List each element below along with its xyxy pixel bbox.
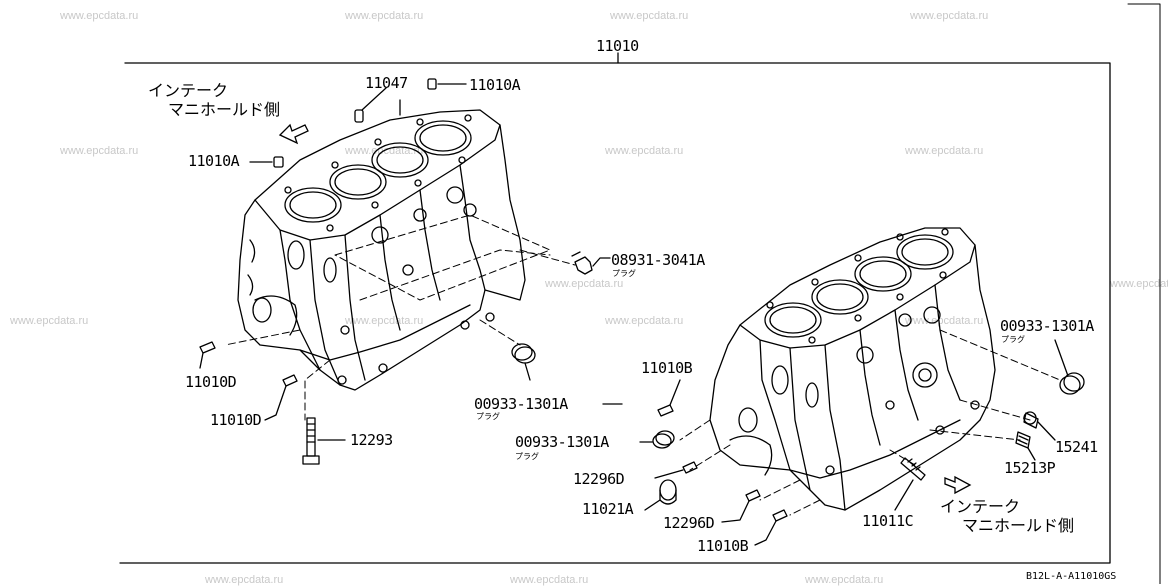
dowel-11010D-a: [199, 341, 216, 369]
part-15241: [1023, 411, 1056, 441]
arrow-icon: [278, 123, 972, 495]
label-plug: プラグ: [476, 412, 500, 421]
label-12296D-a: 12296D: [573, 470, 625, 488]
dowel-11047: [354, 109, 364, 123]
bolt-12293: [302, 417, 346, 465]
cylinder-block-right: [709, 227, 996, 511]
label-11010B-a: 11010B: [641, 359, 693, 377]
label-plug: プラグ: [515, 452, 539, 461]
label-11010A-top: 11010A: [469, 76, 521, 94]
intake-side-label-right: マニホールド側: [962, 516, 1075, 535]
watermark: www.epcdata.ru: [510, 574, 589, 586]
cylinder-block-left: [237, 109, 526, 391]
label-11010B-b: 11010B: [697, 537, 749, 555]
watermark: www.epcdata.ru: [60, 10, 139, 22]
watermark: www.epcdata.ru: [605, 145, 684, 157]
watermark: www.epcdata.ru: [205, 574, 284, 586]
watermark: www.epcdata.ru: [345, 10, 424, 22]
intake-side-label-left: マニホールド側: [168, 100, 281, 119]
label-15241: 15241: [1055, 438, 1098, 456]
label-11010D-b: 11010D: [210, 411, 262, 429]
dowel-11010B-a: [657, 379, 681, 417]
dowel-12296D-b: [721, 489, 761, 523]
label-12296D-b: 12296D: [663, 514, 715, 532]
watermark: www.epcdata.ru: [905, 145, 984, 157]
dowel-11010B-b: [754, 509, 788, 546]
label-plug: プラグ: [1001, 335, 1025, 344]
watermark: www.epcdata.ru: [545, 278, 624, 290]
watermark: www.epcdata.ru: [805, 574, 884, 586]
plug-11010A-top: [427, 78, 467, 90]
cup-plug-mid: [511, 343, 536, 381]
label-00933-low: 00933-1301A: [515, 433, 609, 451]
watermark: www.epcdata.ru: [10, 315, 89, 327]
label-08931-3041A: 08931-3041A: [611, 251, 705, 269]
label-15213P: 15213P: [1004, 459, 1056, 477]
cup-plug-right: [1054, 339, 1085, 395]
watermark: www.epcdata.ru: [60, 145, 139, 157]
plug-11010A-left: [249, 156, 284, 168]
cup-plug-low: [639, 430, 675, 449]
watermark: www.epcdata.ru: [910, 10, 989, 22]
watermark: www.epcdata.ru: [1110, 278, 1168, 290]
dowel-11010D-b: [264, 374, 298, 421]
label-11047: 11047: [365, 74, 408, 92]
watermark: www.epcdata.ru: [605, 315, 684, 327]
watermark: www.epcdata.ru: [345, 315, 424, 327]
label-00933-right: 00933-1301A: [1000, 317, 1094, 335]
stud-11011C: [894, 457, 926, 511]
intake-side-label-left: インテーク: [148, 81, 229, 100]
part-15213P: [1015, 431, 1036, 461]
label-assembly-11010: 11010: [596, 37, 639, 55]
label-11010D-a: 11010D: [185, 373, 237, 391]
intake-side-label-right: インテーク: [940, 497, 1021, 516]
label-11010A-left: 11010A: [188, 152, 240, 170]
label-plug: プラグ: [612, 269, 636, 278]
label-00933-mid: 00933-1301A: [474, 395, 568, 413]
plug-08931: [571, 251, 611, 275]
dowel-12296D-a: [654, 461, 698, 479]
diagram-code: B12L-A-A11010GS: [1026, 571, 1117, 582]
part-11021A: [644, 479, 677, 511]
label-12293: 12293: [350, 431, 393, 449]
watermark: www.epcdata.ru: [610, 10, 689, 22]
label-11011C: 11011C: [862, 512, 914, 530]
label-11021A: 11021A: [582, 500, 634, 518]
assembly-bracket: [119, 62, 1111, 564]
